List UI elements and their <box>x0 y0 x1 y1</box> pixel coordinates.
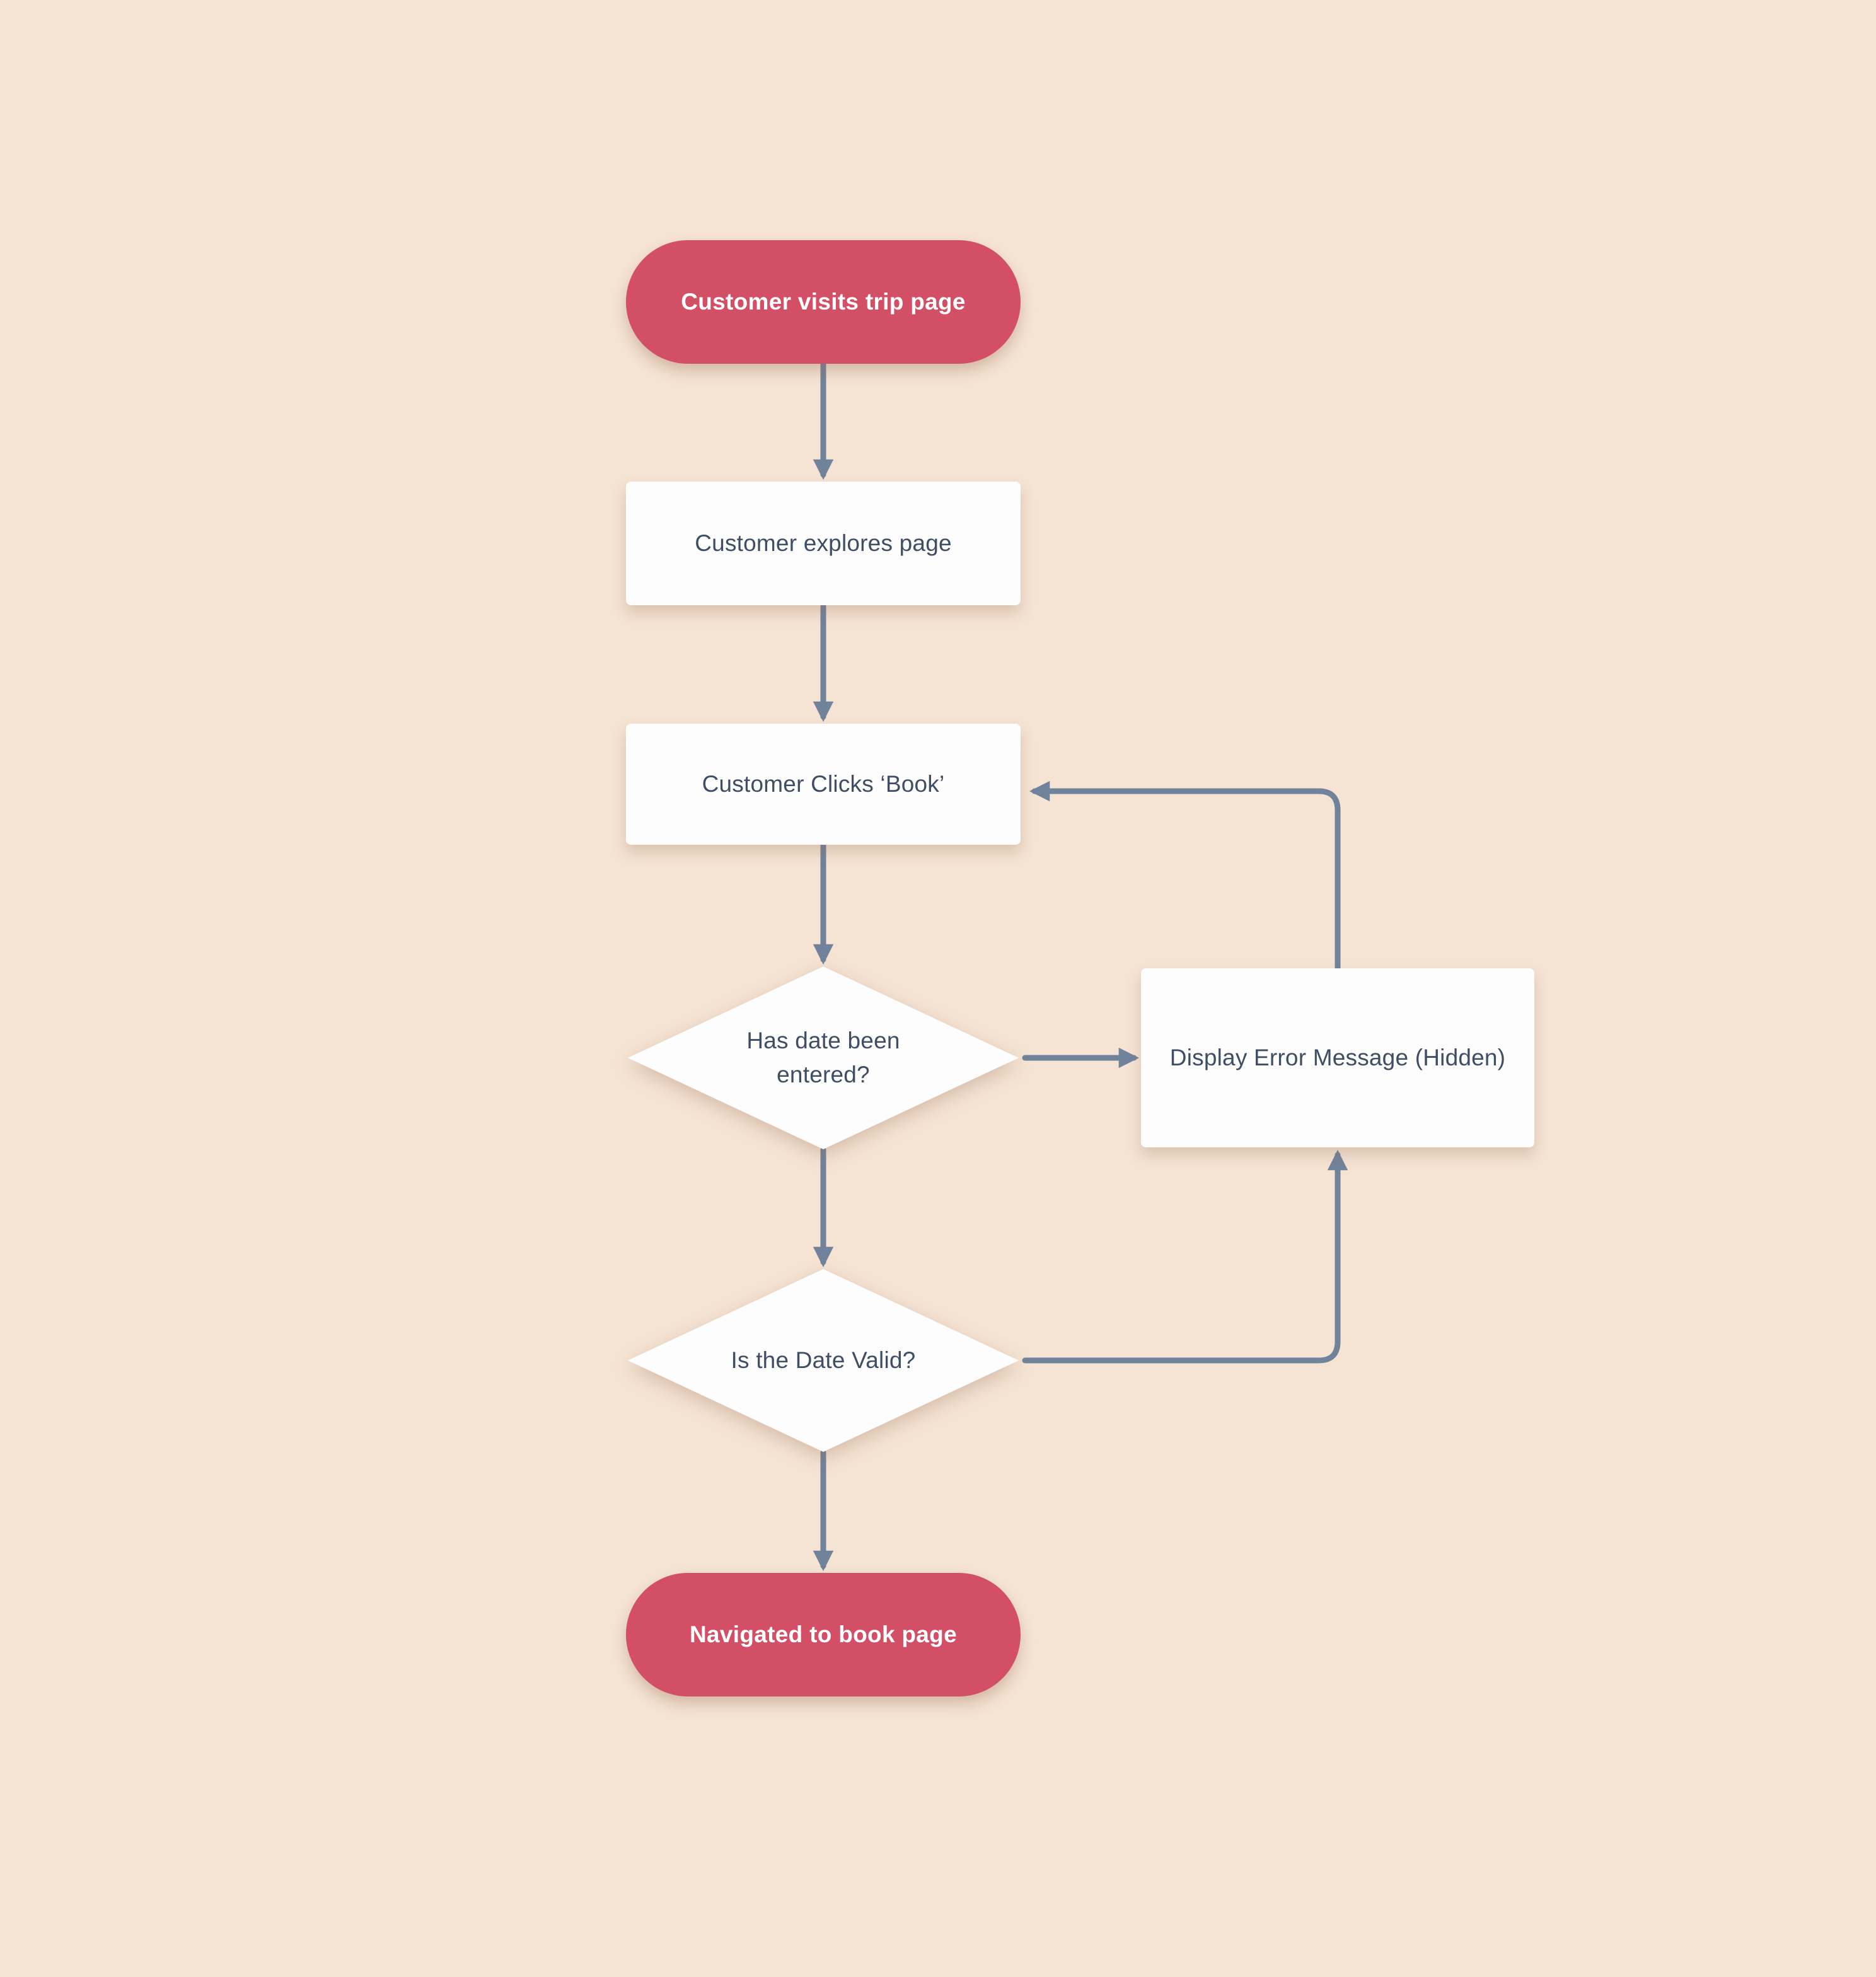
node-explore-process[interactable]: Customer explores page <box>626 482 1021 605</box>
decision-date-entered[interactable] <box>628 966 1019 1149</box>
decision-date-valid[interactable] <box>628 1269 1019 1452</box>
node-click-book-process[interactable]: Customer Clicks ‘Book’ <box>626 724 1021 845</box>
decision-date-entered-label: Has date been entered? <box>746 1028 900 1087</box>
node-error-message-process[interactable]: Display Error Message (Hidden) <box>1141 968 1534 1147</box>
node-start-terminator[interactable]: Customer visits trip page <box>626 240 1021 364</box>
node-start-label: Customer visits trip page <box>681 289 966 315</box>
node-explore-label: Customer explores page <box>695 530 952 556</box>
node-end-terminator[interactable]: Navigated to book page <box>626 1573 1021 1696</box>
connector-error-clickbook <box>1029 780 1341 971</box>
node-error-message-label: Display Error Message (Hidden) <box>1169 1045 1506 1070</box>
decision-date-valid-label: Is the Date Valid? <box>731 1347 916 1374</box>
node-click-book-label: Customer Clicks ‘Book’ <box>702 771 945 797</box>
connector-datevalid-error <box>1022 1149 1348 1364</box>
node-end-label: Navigated to book page <box>690 1621 957 1647</box>
